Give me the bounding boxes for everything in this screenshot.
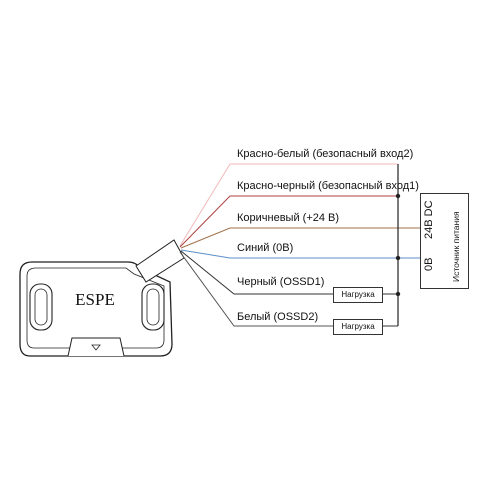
sensor-body bbox=[19, 239, 185, 357]
load-box-ossd2: Нагрузка bbox=[333, 319, 383, 335]
wire-blue bbox=[180, 249, 420, 259]
wire-bundle bbox=[179, 163, 420, 327]
wire-label-black: Черный (OSSD1) bbox=[237, 276, 325, 288]
left-lens bbox=[29, 283, 53, 331]
bus-lines bbox=[382, 164, 401, 327]
wire-label-blue: Синий (0В) bbox=[237, 242, 294, 254]
load-box-ossd1: Нагрузка bbox=[333, 287, 383, 303]
power-supply-box: 0В 24В DC Источник питания bbox=[420, 193, 469, 289]
wire-label-brown: Коричневый (+24 В) bbox=[237, 212, 340, 224]
wire-red-white bbox=[179, 163, 398, 247]
cable-gland bbox=[135, 239, 185, 283]
power-supply-plus: 24В DC bbox=[423, 200, 435, 239]
junction-dot bbox=[395, 193, 401, 199]
wire-label-white: Белый (OSSD2) bbox=[237, 311, 319, 323]
wire-label-red-white: Красно-белый (безопасный вход2) bbox=[237, 148, 414, 160]
right-lens bbox=[141, 283, 165, 331]
wire-label-red-black: Красно-черный (безопасный вход1) bbox=[237, 180, 419, 192]
brand-label: ESPE bbox=[75, 290, 115, 309]
wire-brown bbox=[180, 227, 420, 249]
power-supply-label: Источник питания bbox=[451, 211, 461, 282]
power-supply-minus: 0В bbox=[423, 257, 435, 271]
wire-black bbox=[180, 250, 334, 295]
wire-white bbox=[179, 251, 334, 327]
wire-red-black bbox=[179, 195, 398, 248]
junction-dot bbox=[395, 255, 401, 261]
junction-dot bbox=[395, 291, 401, 297]
bottom-tab bbox=[67, 337, 125, 357]
